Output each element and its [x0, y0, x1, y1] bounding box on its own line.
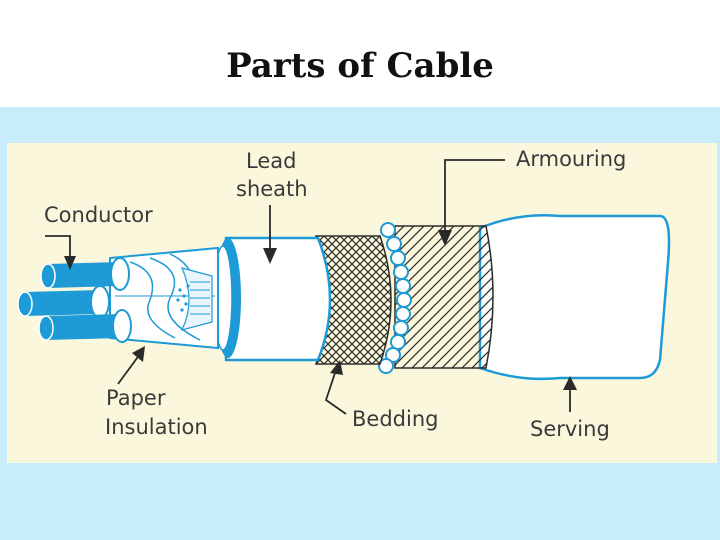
label-serving: Serving [530, 417, 610, 441]
armouring-layer [394, 225, 494, 369]
paper-insulation-bundle [109, 246, 219, 350]
label-bedding: Bedding [352, 407, 438, 431]
label-conductor: Conductor [44, 203, 153, 227]
armour-wire-ring [378, 222, 412, 374]
serving-layer [478, 213, 671, 381]
leader-lines [45, 159, 577, 415]
label-lead-sheath-line1: Lead [246, 149, 296, 173]
label-paper-insulation-line2: Insulation [105, 415, 208, 439]
conductor-bottom [38, 309, 132, 343]
lead-sheath-layer [224, 236, 332, 362]
cable-diagram: Lead sheath Armouring Conductor Paper In… [17, 147, 671, 441]
label-armouring: Armouring [516, 147, 626, 171]
label-paper-insulation-line1: Paper [106, 386, 166, 410]
conductor-top [40, 257, 130, 291]
conductor-middle [17, 285, 110, 319]
page-title: Parts of Cable [226, 46, 494, 86]
label-lead-sheath-line2: sheath [236, 177, 308, 201]
